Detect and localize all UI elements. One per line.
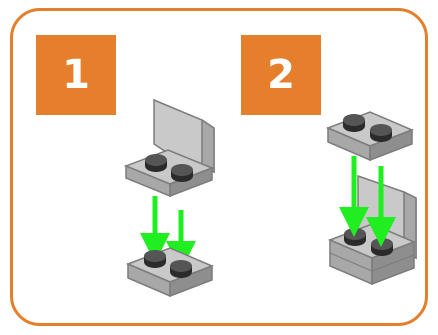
step-2-number: 2 [267, 52, 295, 98]
step-1-number: 1 [62, 52, 90, 98]
step-2-bracket-brick-icon [328, 174, 417, 286]
step-1-down-arrow-icon [140, 196, 196, 271]
step-2-down-arrow-icon [339, 156, 396, 247]
step-1-plate-2x1-icon [126, 247, 214, 298]
step-2-plate-2x1-icon [326, 111, 414, 162]
step-2-badge: 2 [241, 35, 321, 115]
step-1-bracket-brick-icon [123, 98, 215, 198]
step-1-badge: 1 [36, 35, 116, 115]
